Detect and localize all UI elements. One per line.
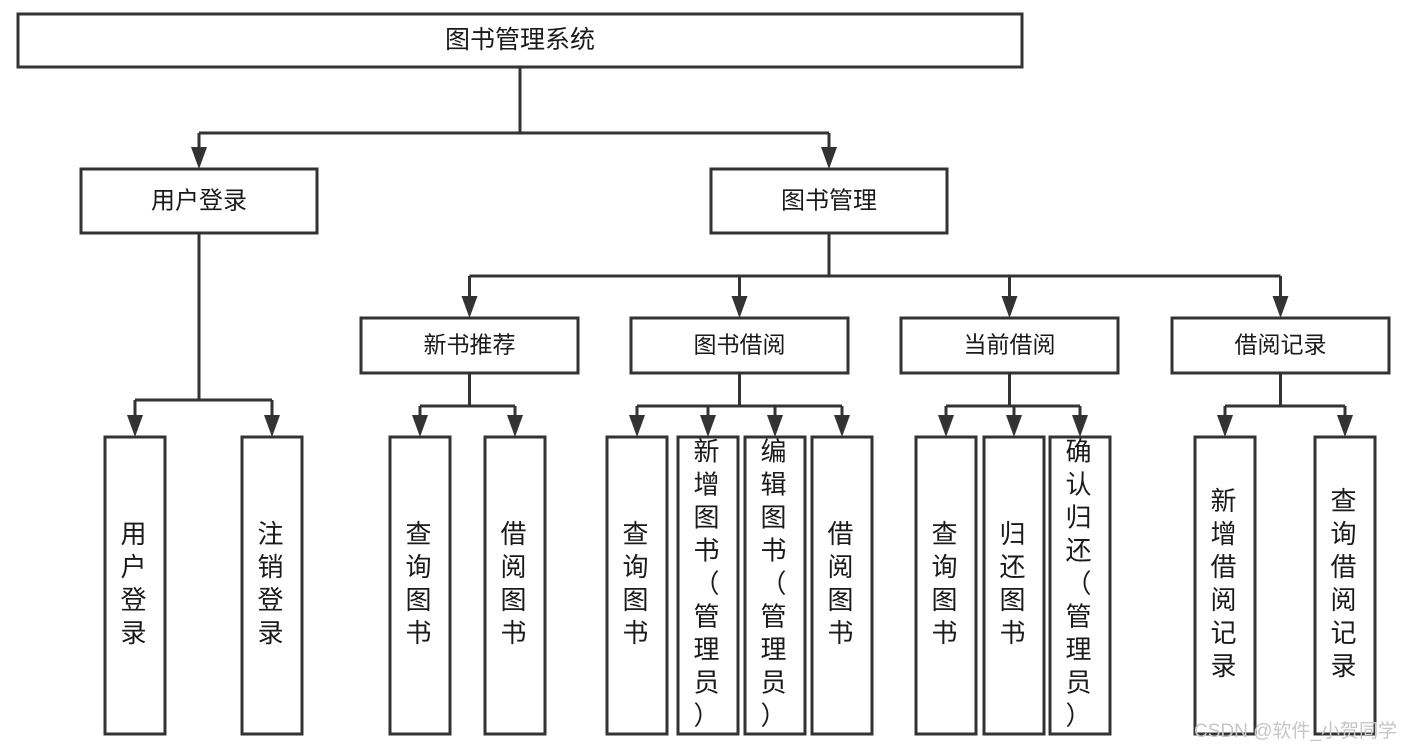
arrow-head-icon bbox=[1337, 415, 1353, 437]
node-book-borrow[interactable]: 图书借阅 bbox=[629, 316, 850, 375]
arrow-head-icon bbox=[191, 147, 207, 169]
node-box bbox=[240, 435, 304, 736]
arrow-head-icon bbox=[1272, 296, 1289, 318]
node-leaf-confirm-return[interactable]: 确认归还（管理员） bbox=[1048, 435, 1112, 736]
node-label: 借阅图书 bbox=[500, 519, 529, 648]
node-box bbox=[16, 12, 1024, 69]
node-box bbox=[743, 435, 807, 736]
node-leaf-query-record[interactable]: 查询借阅记录 bbox=[1313, 435, 1377, 736]
node-label: 注销登录 bbox=[257, 519, 286, 648]
node-box bbox=[359, 316, 580, 375]
node-box bbox=[103, 435, 167, 736]
node-label: 图书借阅 bbox=[694, 332, 786, 358]
arrow-head-icon bbox=[731, 296, 748, 318]
node-leaf-add-book[interactable]: 新增图书（管理员） bbox=[676, 435, 740, 736]
nodes-layer: 图书管理系统用户登录图书管理新书推荐图书借阅当前借阅借阅记录用户登录注销登录查询… bbox=[16, 12, 1391, 736]
node-label: 确认归还（管理员） bbox=[1065, 436, 1094, 730]
arrow-head-icon bbox=[461, 296, 478, 318]
connector-group bbox=[127, 233, 280, 437]
node-box bbox=[709, 167, 949, 235]
connectors-layer bbox=[127, 67, 1353, 437]
arrow-head-icon bbox=[629, 415, 645, 437]
connector-group bbox=[191, 67, 837, 169]
node-leaf-query-book-3[interactable]: 查询图书 bbox=[914, 435, 978, 736]
arrow-head-icon bbox=[264, 415, 280, 437]
node-label: 查询图书 bbox=[622, 519, 651, 648]
node-current-borrow[interactable]: 当前借阅 bbox=[899, 316, 1120, 375]
node-box bbox=[388, 435, 452, 736]
arrow-head-icon bbox=[412, 415, 428, 437]
arrow-head-icon bbox=[938, 415, 954, 437]
node-user-login[interactable]: 用户登录 bbox=[79, 167, 319, 235]
arrow-head-icon bbox=[127, 415, 143, 437]
arrow-head-icon bbox=[507, 415, 523, 437]
connector-group bbox=[629, 373, 850, 437]
node-label: 查询借阅记录 bbox=[1330, 486, 1359, 681]
arrow-head-icon bbox=[834, 415, 850, 437]
node-borrow-record[interactable]: 借阅记录 bbox=[1170, 316, 1391, 375]
node-label: 新书推荐 bbox=[424, 332, 516, 358]
node-box bbox=[79, 167, 319, 235]
node-box bbox=[629, 316, 850, 375]
node-label: 借阅图书 bbox=[827, 519, 856, 648]
node-box bbox=[899, 316, 1120, 375]
node-leaf-return-book[interactable]: 归还图书 bbox=[982, 435, 1046, 736]
node-new-book-rec[interactable]: 新书推荐 bbox=[359, 316, 580, 375]
node-label: 用户登录 bbox=[120, 519, 149, 648]
node-label: 编辑图书（管理员） bbox=[760, 436, 789, 730]
connector-group bbox=[1217, 373, 1353, 437]
connector-group bbox=[461, 233, 1289, 318]
connector-group bbox=[938, 373, 1088, 437]
node-leaf-query-book-2[interactable]: 查询图书 bbox=[605, 435, 669, 736]
arrow-head-icon bbox=[1006, 415, 1022, 437]
node-label: 当前借阅 bbox=[964, 332, 1056, 358]
node-label: 查询图书 bbox=[405, 519, 434, 648]
node-box bbox=[810, 435, 874, 736]
node-box bbox=[982, 435, 1046, 736]
node-leaf-borrow-book-1[interactable]: 借阅图书 bbox=[483, 435, 547, 736]
node-book-manage[interactable]: 图书管理 bbox=[709, 167, 949, 235]
node-label: 图书管理 bbox=[781, 187, 877, 214]
connector-group bbox=[412, 373, 523, 437]
node-label: 新增借阅记录 bbox=[1210, 486, 1239, 681]
arrow-head-icon bbox=[700, 415, 716, 437]
node-label: 新增图书（管理员） bbox=[693, 436, 722, 730]
node-leaf-borrow-book-2[interactable]: 借阅图书 bbox=[810, 435, 874, 736]
node-label: 图书管理系统 bbox=[445, 26, 595, 54]
node-leaf-user-logout[interactable]: 注销登录 bbox=[240, 435, 304, 736]
arrow-head-icon bbox=[821, 147, 837, 169]
arrow-head-icon bbox=[1217, 415, 1233, 437]
node-box bbox=[483, 435, 547, 736]
node-label: 借阅记录 bbox=[1235, 332, 1327, 358]
node-box bbox=[676, 435, 740, 736]
node-box bbox=[605, 435, 669, 736]
node-box bbox=[1048, 435, 1112, 736]
node-leaf-query-book-1[interactable]: 查询图书 bbox=[388, 435, 452, 736]
node-box bbox=[914, 435, 978, 736]
arrow-head-icon bbox=[767, 415, 783, 437]
node-label: 用户登录 bbox=[151, 187, 247, 214]
node-leaf-add-record[interactable]: 新增借阅记录 bbox=[1193, 435, 1257, 736]
node-label: 归还图书 bbox=[999, 519, 1028, 648]
node-root[interactable]: 图书管理系统 bbox=[16, 12, 1024, 69]
arrow-head-icon bbox=[1072, 415, 1088, 437]
node-box bbox=[1170, 316, 1391, 375]
arrow-head-icon bbox=[1001, 296, 1018, 318]
node-box bbox=[1193, 435, 1257, 736]
node-label: 查询图书 bbox=[931, 519, 960, 648]
node-box bbox=[1313, 435, 1377, 736]
node-leaf-edit-book[interactable]: 编辑图书（管理员） bbox=[743, 435, 807, 736]
node-leaf-user-login[interactable]: 用户登录 bbox=[103, 435, 167, 736]
